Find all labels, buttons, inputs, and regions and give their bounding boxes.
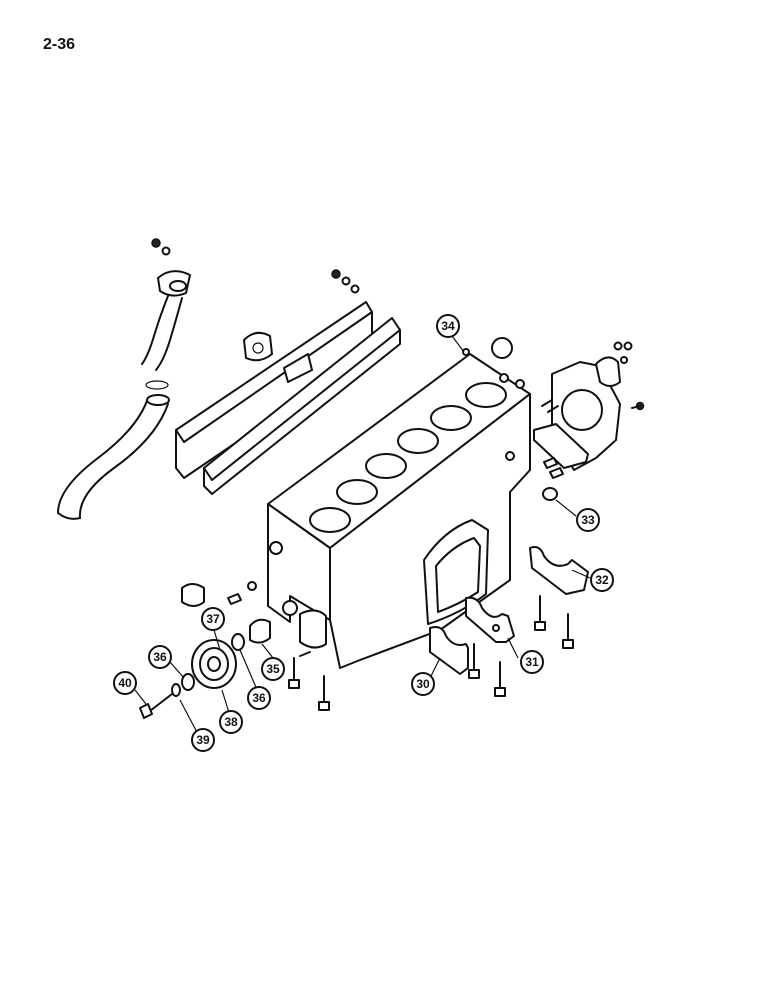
svg-text:34: 34 [441,319,455,333]
callout-39: 39 [191,728,215,752]
callout-36-right: 36 [247,686,271,710]
svg-text:30: 30 [416,677,430,691]
svg-text:31: 31 [525,655,539,669]
callout-37: 37 [201,607,225,631]
cup-plug [542,487,558,501]
svg-text:36: 36 [252,691,266,705]
svg-text:39: 39 [196,733,210,747]
svg-text:37: 37 [206,612,220,626]
svg-text:32: 32 [595,573,609,587]
svg-text:35: 35 [266,662,280,676]
idler-gear-assembly [139,583,271,719]
callout-40: 40 [113,671,137,695]
svg-text:40: 40 [118,676,132,690]
rear-cover-plate [462,337,645,479]
main-bearing-caps [429,546,589,697]
callout-38: 38 [219,710,243,734]
svg-text:38: 38 [224,715,238,729]
callout-36-left: 36 [148,645,172,669]
breather-tube-assembly [57,238,191,520]
callout-34: 34 [436,314,460,338]
page-number: 2-36 [43,36,76,53]
front-bolts [227,581,330,711]
callout-30: 30 [411,672,435,696]
svg-text:33: 33 [581,513,595,527]
side-cover-plates [175,269,401,495]
svg-text:36: 36 [153,650,167,664]
callout-35: 35 [261,657,285,681]
callout-31: 31 [520,650,544,674]
callout-32: 32 [590,568,614,592]
callout-33: 33 [576,508,600,532]
